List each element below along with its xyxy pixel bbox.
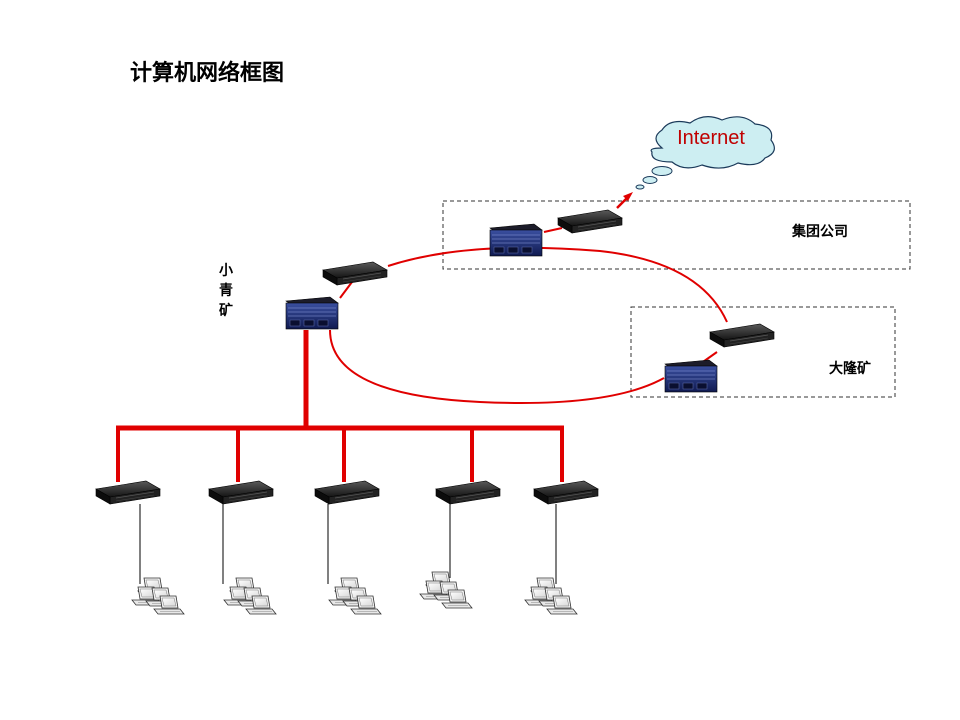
site-box-dalong — [630, 306, 896, 398]
site-label-group: 集团公司 — [791, 223, 848, 240]
network-switch-icon-access-1 — [95, 480, 161, 505]
network-switch-icon-access-5 — [533, 480, 599, 505]
backbone-ring-link-lower — [329, 329, 665, 404]
core-switch-icon-dalong — [664, 359, 718, 393]
internet-label: Internet — [677, 127, 745, 149]
network-switch-icon-access-2 — [208, 480, 274, 505]
site-label-xiaoqing-1: 小 — [219, 263, 233, 279]
network-switch-icon-xiaoqing — [322, 261, 388, 286]
link-group-internal — [543, 227, 563, 233]
site-label-xiaoqing-2: 青 — [219, 282, 233, 299]
workstation-icon-group-2 — [224, 578, 276, 614]
network-switch-icon-access-4 — [435, 480, 501, 505]
backbone-ring-link — [387, 246, 728, 323]
network-switch-icon-dalong — [709, 323, 775, 348]
cloud-icon: Internet — [635, 116, 775, 190]
workstation-icon-group-5 — [525, 578, 577, 614]
workstation-icon-group-3 — [329, 578, 381, 614]
network-switch-icon-access-3 — [314, 480, 380, 505]
page-title: 计算机网络框图 — [130, 60, 284, 86]
workstation-icon-group-4 — [420, 572, 472, 608]
site-label-xiaoqing-3: 矿 — [219, 302, 233, 319]
site-label-dalong: 大隆矿 — [829, 360, 871, 377]
site-box-group — [442, 200, 911, 270]
uplink-arrowhead — [623, 192, 633, 201]
core-switch-icon-xiaoqing — [285, 296, 339, 330]
core-switch-icon-group — [489, 223, 543, 257]
network-switch-icon-group — [557, 209, 623, 234]
link-xiaoqing-internal — [339, 281, 353, 299]
